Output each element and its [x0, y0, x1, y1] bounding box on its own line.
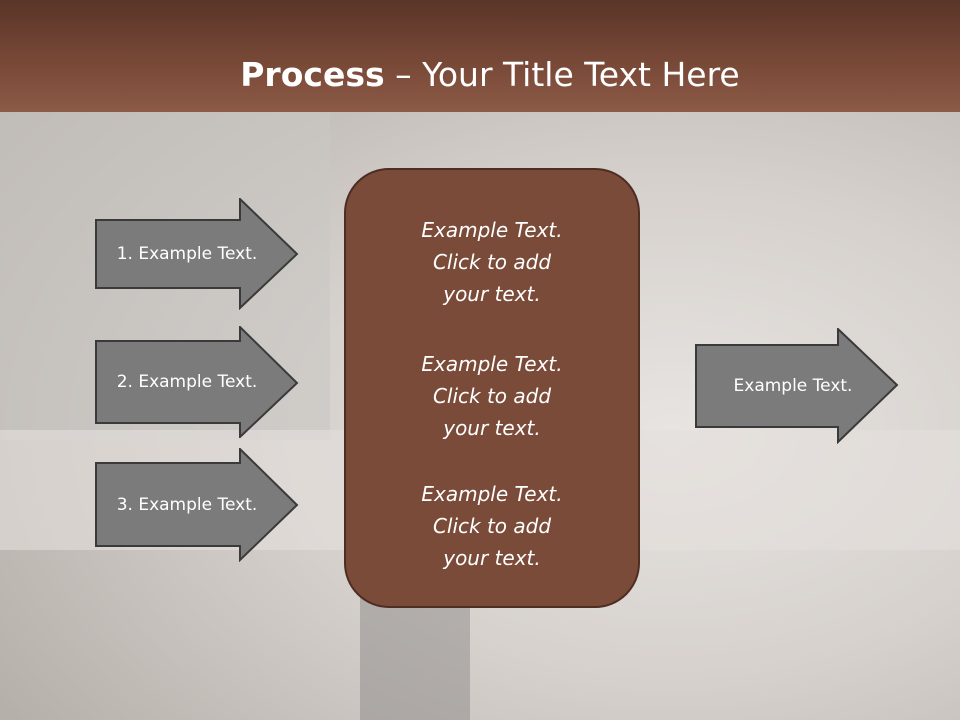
center-box[interactable]: Example Text. Click to add your text. Ex… [344, 168, 640, 608]
center-text-3: Example Text. Click to add your text. [421, 482, 563, 570]
step-arrow-3[interactable]: 3. Example Text. [95, 446, 299, 563]
step-label: 2. Example Text. [116, 372, 258, 392]
step-arrow-1[interactable]: 1. Example Text. [95, 196, 299, 311]
step-arrow-2[interactable]: 2. Example Text. [95, 324, 299, 440]
step-label: 3. Example Text. [116, 495, 258, 515]
center-text-2: Example Text. Click to add your text. [421, 352, 563, 440]
result-label: Example Text. [733, 376, 853, 396]
slide-title[interactable]: Process – Your Title Text Here [0, 55, 960, 94]
step-label: 1. Example Text. [116, 244, 258, 264]
result-arrow[interactable]: Example Text. [695, 326, 899, 445]
center-text-1: Example Text. Click to add your text. [421, 218, 563, 306]
title-rest: – Your Title Text Here [384, 55, 740, 94]
title-bar [0, 0, 960, 112]
title-bold: Process [240, 55, 385, 94]
